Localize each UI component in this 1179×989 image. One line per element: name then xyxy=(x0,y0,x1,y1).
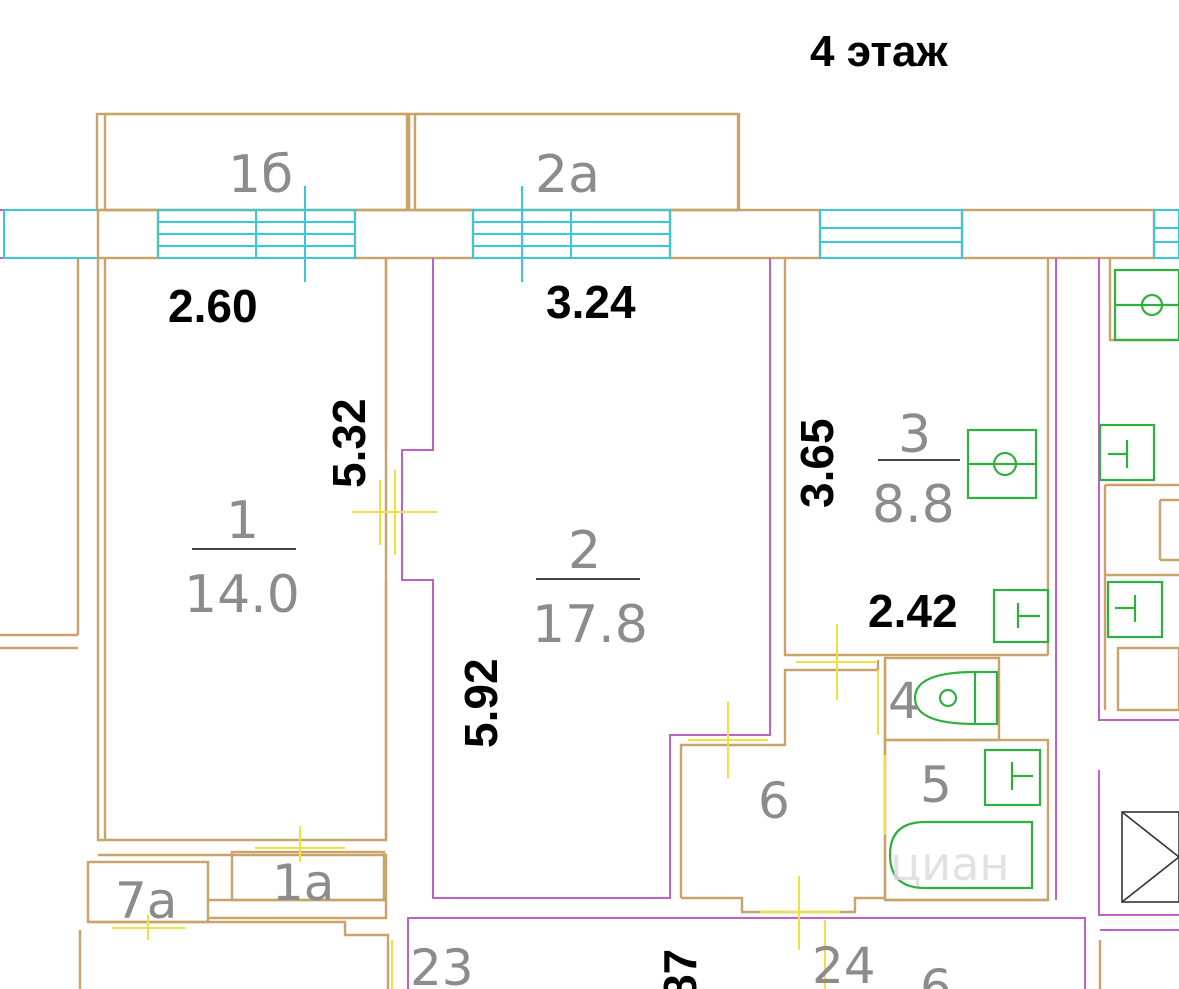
windows xyxy=(157,186,1179,282)
room-1-number: 1 xyxy=(226,491,259,551)
dimension-labels: 2.60 3.24 2.42 5.32 5.92 3.65 87 xyxy=(168,276,958,989)
room-24-label: 24 xyxy=(812,937,876,989)
stove-icon xyxy=(966,428,1038,500)
dim-room2-width: 3.24 xyxy=(546,276,636,328)
room-3-area: 8.8 xyxy=(872,475,955,535)
dim-room3-width: 2.42 xyxy=(868,585,958,637)
room-5-label: 5 xyxy=(920,756,952,814)
dim-room1-length: 5.32 xyxy=(323,398,375,488)
floor-label: 4 этаж xyxy=(810,27,948,76)
room-labels: 1б 2а 1 14.0 2 17.8 3 8.8 4 5 6 1а 7а 23… xyxy=(115,145,960,989)
interior-walls xyxy=(0,258,1179,989)
bathtub-icon xyxy=(888,820,1034,890)
dim-room3-length: 3.65 xyxy=(791,418,843,508)
room-1b-label: 1б xyxy=(228,145,293,205)
room-23-label: 23 xyxy=(410,939,474,989)
room-2-number: 2 xyxy=(568,521,601,581)
room-1a-label: 1а xyxy=(272,854,334,912)
balconies xyxy=(95,112,741,212)
room-7a-label: 7а xyxy=(115,872,177,930)
room-6b-label: 6 xyxy=(920,959,952,989)
neighbour-fixtures xyxy=(1098,268,1179,639)
room-1-area: 14.0 xyxy=(184,565,300,625)
toilet-icon xyxy=(913,670,999,726)
room-2a-label: 2а xyxy=(535,145,600,205)
watermark-logo: циан xyxy=(890,837,1009,891)
dim-room1-width: 2.60 xyxy=(168,280,258,332)
elevator-icon xyxy=(1121,811,1179,903)
room-4-label: 4 xyxy=(888,672,920,730)
room-6-label: 6 xyxy=(758,772,790,830)
doors xyxy=(112,470,886,989)
kitchen-sink-icon xyxy=(992,588,1050,644)
room-2-area: 17.8 xyxy=(532,595,648,655)
dim-room2-length: 5.92 xyxy=(455,658,507,748)
dim-bottom-partial: 87 xyxy=(654,949,706,989)
fixtures xyxy=(888,268,1179,903)
washbasin-icon xyxy=(983,748,1042,807)
room-3-number: 3 xyxy=(898,405,931,465)
